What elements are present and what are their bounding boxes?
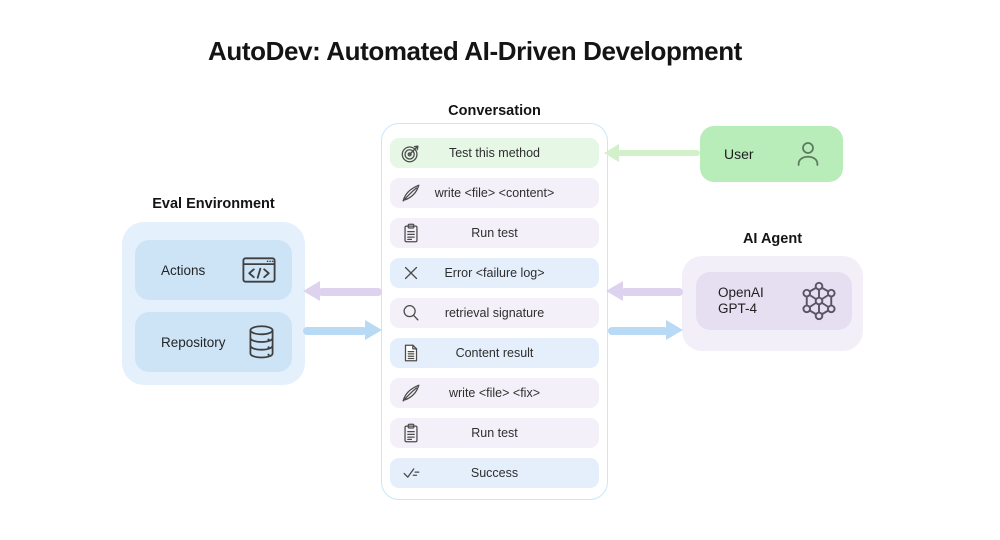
conversation-step: Error <failure log> xyxy=(390,258,599,288)
user-box: User xyxy=(700,126,843,182)
actions-label: Actions xyxy=(161,262,206,278)
eval-item-actions: Actions xyxy=(135,240,292,300)
arrow-conversation-to-eval xyxy=(303,281,382,302)
conversation-step-label: Content result xyxy=(455,346,534,360)
conversation-step-label: Error <failure log> xyxy=(444,266,545,280)
conversation-title: Conversation xyxy=(448,103,541,119)
conversation-step: retrieval signature xyxy=(390,298,599,328)
network-icon xyxy=(798,280,840,322)
database-icon xyxy=(247,325,276,359)
eval-environment-box: Actions Repository xyxy=(122,222,305,385)
magnifier-icon xyxy=(400,302,422,324)
conversation-step-label: Test this method xyxy=(448,146,540,160)
person-icon xyxy=(793,138,823,170)
arrow-eval-to-conversation xyxy=(303,320,382,341)
conversation-step: Run test xyxy=(390,218,599,248)
double-check-icon xyxy=(400,462,422,484)
code-window-icon xyxy=(242,257,276,283)
conversation-step: Run test xyxy=(390,418,599,448)
openai-gpt4-card: OpenAI GPT-4 xyxy=(696,272,852,330)
eval-environment-title: Eval Environment xyxy=(152,196,275,212)
conversation-step: Test this method xyxy=(390,138,599,168)
conversation-step: write <file> <fix> xyxy=(390,378,599,408)
conversation-step-label: retrieval signature xyxy=(444,306,545,320)
eval-item-repository: Repository xyxy=(135,312,292,372)
arrow-user-to-conversation xyxy=(604,144,700,162)
document-icon xyxy=(400,342,422,364)
conversation-step-label: Run test xyxy=(471,426,518,440)
conversation-step-label: Run test xyxy=(471,226,518,240)
conversation-step-label: Success xyxy=(470,466,519,480)
conversation-step: Content result xyxy=(390,338,599,368)
x-icon xyxy=(400,262,422,284)
quill-icon xyxy=(400,182,422,204)
quill-icon xyxy=(400,382,422,404)
conversation-step-label: write <file> <fix> xyxy=(448,386,540,400)
repository-label: Repository xyxy=(161,334,226,350)
ai-agent-box: OpenAI GPT-4 xyxy=(682,256,863,351)
clipboard-icon xyxy=(400,422,422,444)
conversation-step: Success xyxy=(390,458,599,488)
arrow-agent-to-conversation xyxy=(606,281,683,302)
model-label: OpenAI GPT-4 xyxy=(718,285,764,316)
page-title: AutoDev: Automated AI-Driven Development xyxy=(208,36,742,66)
ai-agent-title: AI Agent xyxy=(742,231,803,247)
target-icon xyxy=(400,142,422,164)
clipboard-icon xyxy=(400,222,422,244)
arrow-conversation-to-agent xyxy=(608,320,683,341)
conversation-step-label: write <file> <content> xyxy=(434,186,555,200)
conversation-panel: Test this method write <file> <content> … xyxy=(381,123,608,500)
conversation-step: write <file> <content> xyxy=(390,178,599,208)
user-label: User xyxy=(724,146,754,162)
